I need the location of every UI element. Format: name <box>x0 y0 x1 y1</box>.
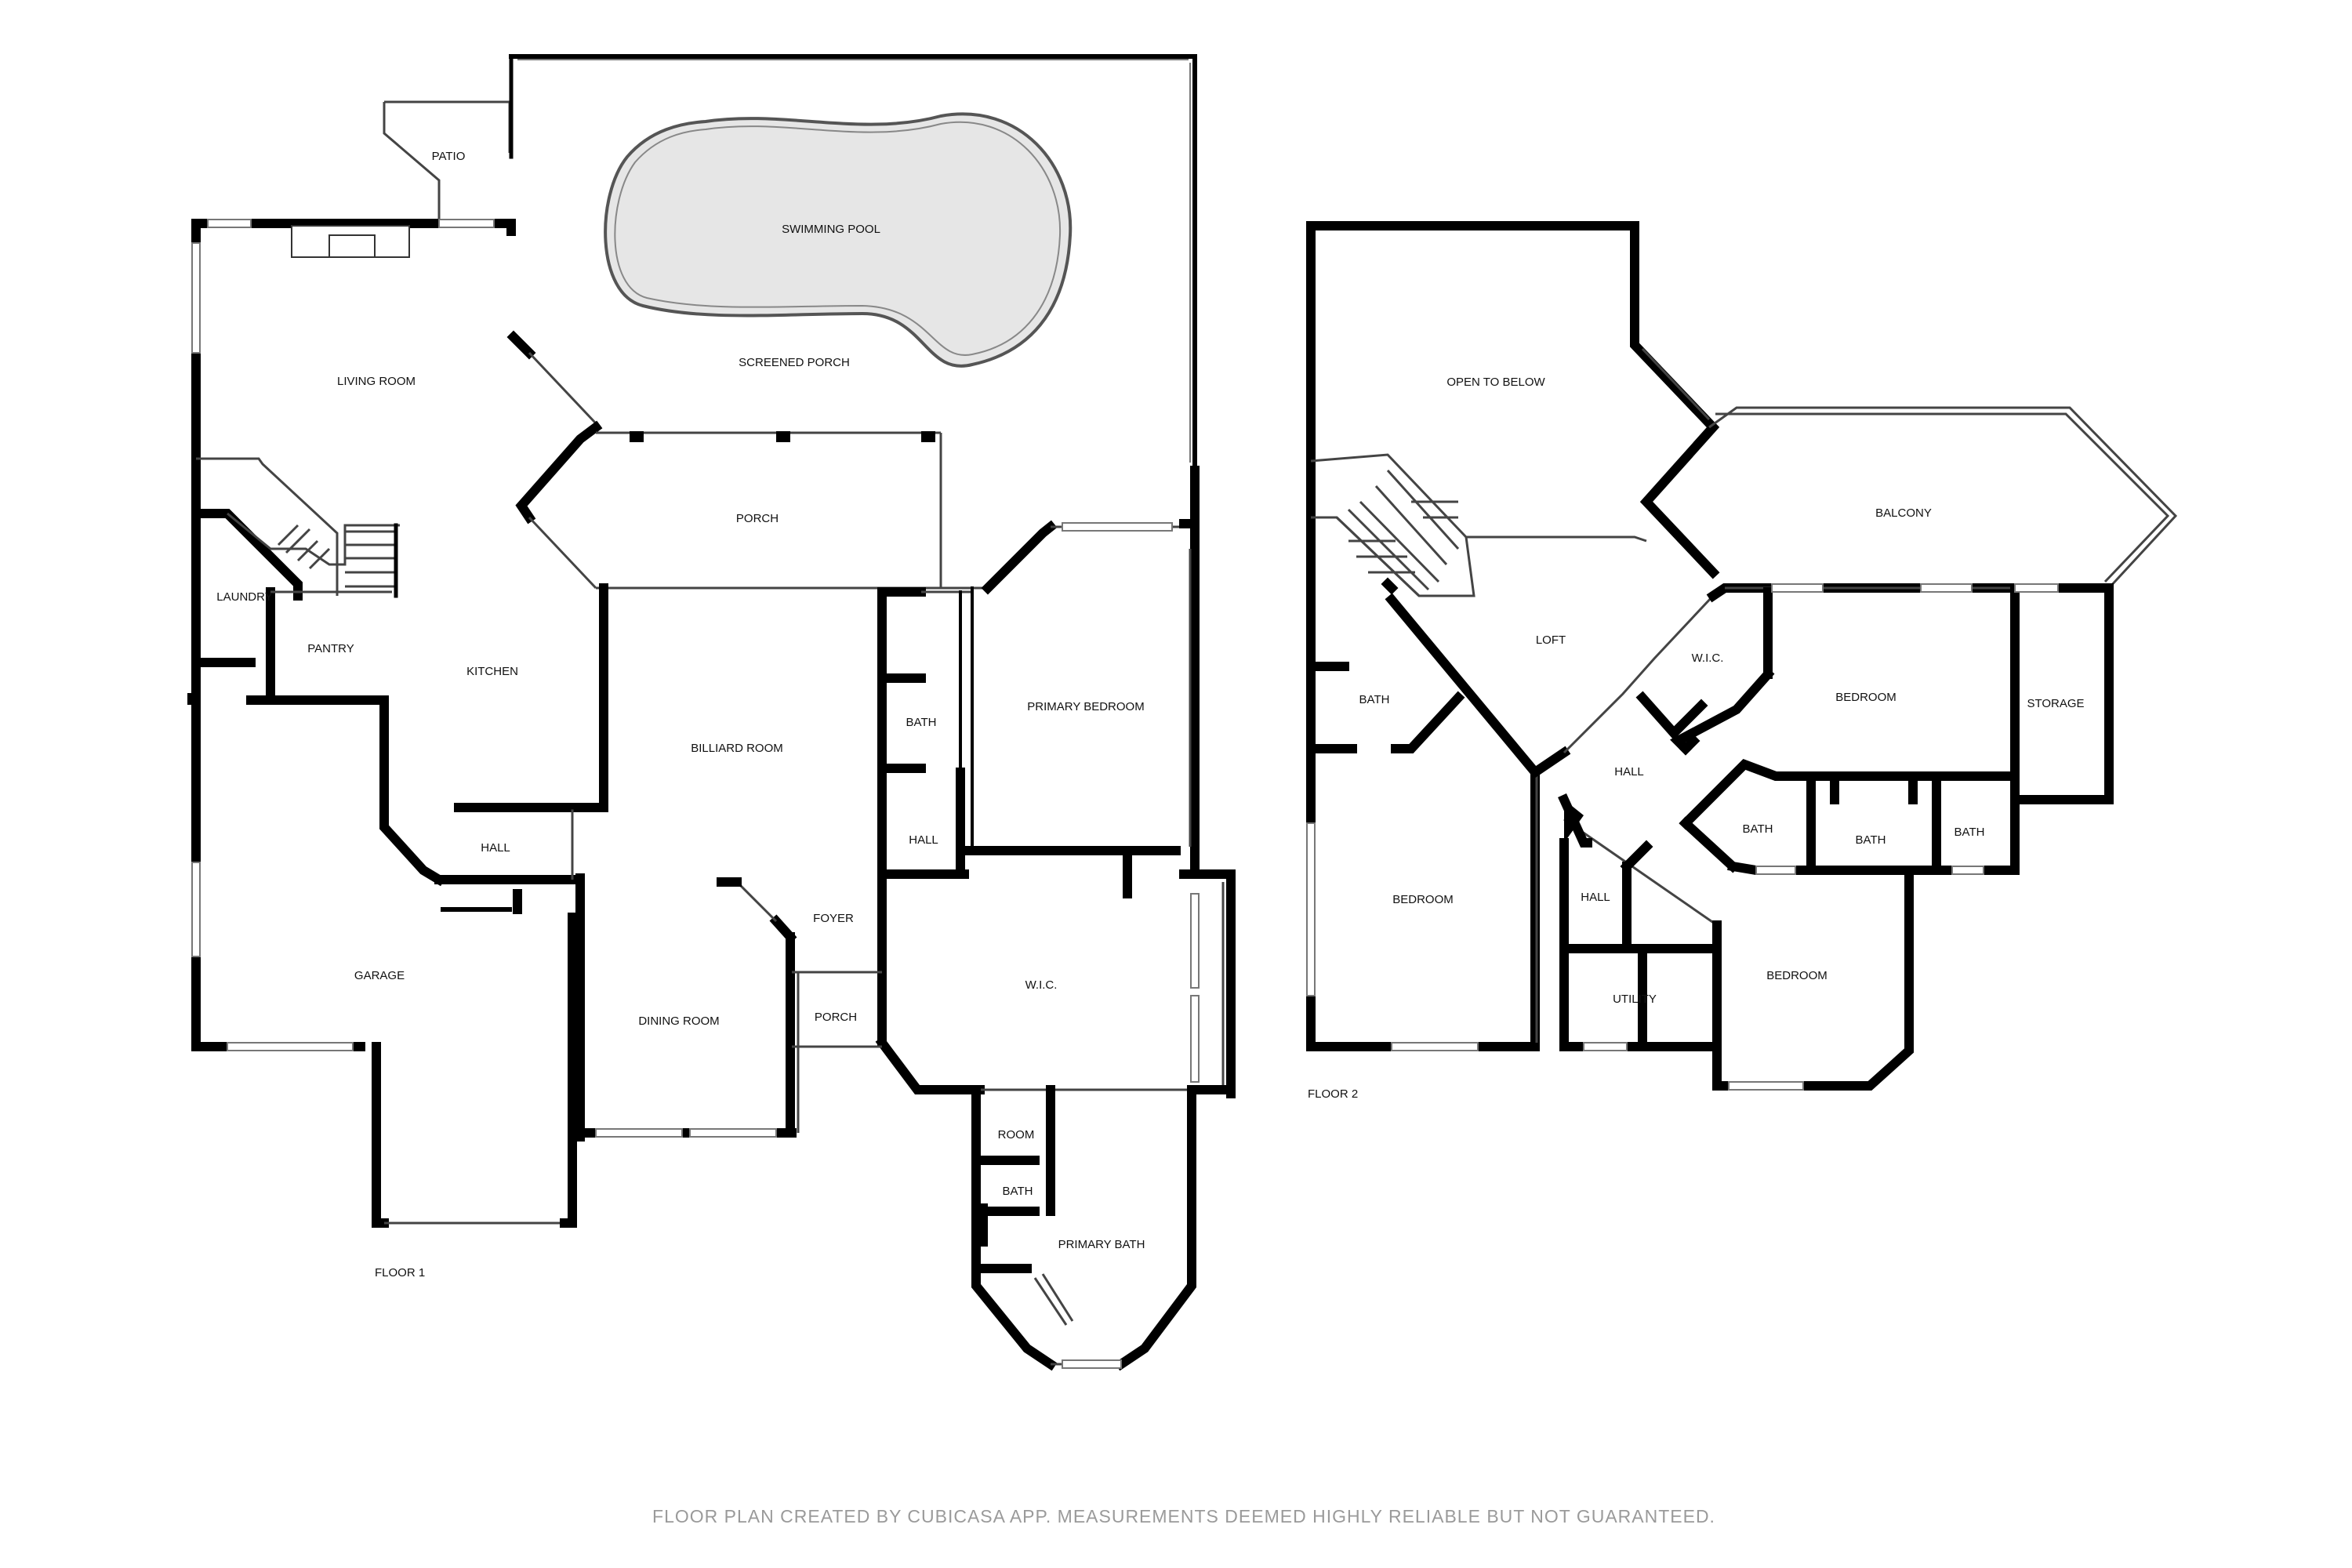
screened-porch-outline <box>509 54 1197 473</box>
label-hall-bath: HALL <box>909 833 938 847</box>
label-patio: PATIO <box>432 150 466 163</box>
floor-1-plan <box>187 54 1236 1371</box>
floor-2-staircase <box>1335 469 1460 597</box>
label-laundry: LAUNDRY <box>216 590 272 604</box>
floor-2-label: FLOOR 2 <box>1308 1087 1358 1101</box>
label-bath: BATH <box>906 716 937 729</box>
label-living-room: LIVING ROOM <box>337 375 416 388</box>
label-hall: HALL <box>481 841 510 855</box>
floor-1-walls <box>187 219 1236 1371</box>
label-primary-bedroom: PRIMARY BEDROOM <box>1027 700 1144 713</box>
label-bedroom-right: BEDROOM <box>1835 691 1896 704</box>
label-primary-bath: PRIMARY BATH <box>1058 1238 1145 1251</box>
label-wic: W.I.C. <box>1025 978 1058 992</box>
label-bedroom-bottom: BEDROOM <box>1766 969 1828 982</box>
label-screened-porch: SCREENED PORCH <box>739 356 850 369</box>
label-kitchen: KITCHEN <box>466 665 518 678</box>
floor-1-staircase <box>227 512 400 598</box>
floor-2-plan <box>1306 221 2178 1091</box>
label-swimming-pool: SWIMMING POOL <box>782 223 880 236</box>
room-labels: PATIO SWIMMING POOL SCREENED PORCH LIVIN… <box>216 150 2084 1279</box>
label-bath-primary: BATH <box>1003 1185 1033 1198</box>
label-hall-small: HALL <box>1581 891 1610 904</box>
label-porch-rear: PORCH <box>736 512 779 525</box>
windows <box>191 219 2059 1369</box>
label-pantry: PANTRY <box>307 642 354 655</box>
label-hall-2: HALL <box>1614 765 1644 779</box>
label-billiard-room: BILLIARD ROOM <box>691 742 783 755</box>
swimming-pool-shape <box>604 112 1073 368</box>
label-storage: STORAGE <box>2027 697 2084 710</box>
label-foyer: FOYER <box>813 912 854 925</box>
label-bath-a: BATH <box>1743 822 1773 836</box>
label-loft: LOFT <box>1536 633 1566 647</box>
label-open-to-below: OPEN TO BELOW <box>1446 376 1545 389</box>
label-room: ROOM <box>998 1128 1035 1142</box>
label-balcony: BALCONY <box>1875 506 1932 520</box>
label-utility: UTILITY <box>1613 993 1657 1006</box>
label-bath-c: BATH <box>1955 826 1985 839</box>
label-dining-room: DINING ROOM <box>638 1014 719 1028</box>
label-porch-front: PORCH <box>815 1011 857 1024</box>
label-bath-left: BATH <box>1359 693 1390 706</box>
footer-disclaimer: FLOOR PLAN CREATED BY CUBICASA APP. MEAS… <box>652 1506 1715 1526</box>
label-wic-2: W.I.C. <box>1692 652 1724 665</box>
label-bedroom-left: BEDROOM <box>1392 893 1454 906</box>
label-garage: GARAGE <box>354 969 405 982</box>
label-bath-b: BATH <box>1856 833 1886 847</box>
floor-1-label: FLOOR 1 <box>375 1266 425 1279</box>
